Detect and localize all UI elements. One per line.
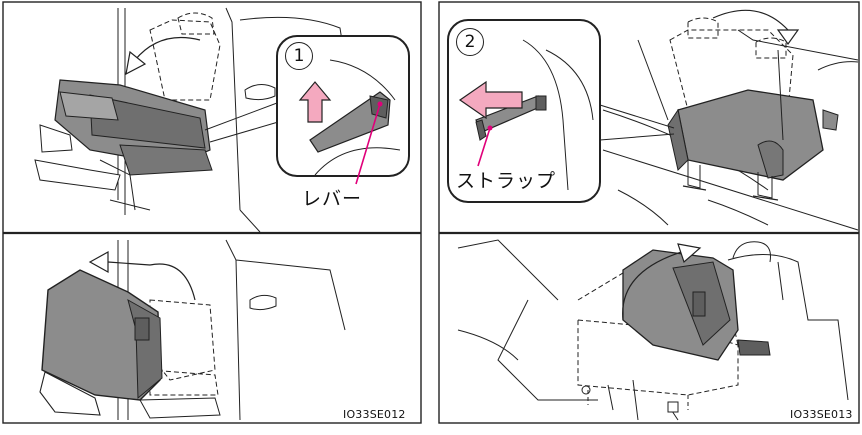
figure-code-left: IO33SE012	[343, 408, 406, 421]
seat-top-right	[600, 10, 858, 230]
figure-code-right: IO33SE013	[790, 408, 853, 421]
seat-bottom-right	[458, 240, 848, 420]
seat-bottom-left	[40, 240, 345, 420]
lever-label: レバー	[302, 184, 362, 211]
left-illustration	[0, 0, 424, 425]
left-illustration-panel: 1 レバー IO33SE012	[0, 0, 424, 425]
step-1-marker: 1	[285, 42, 313, 70]
step-2-marker: 2	[456, 28, 484, 56]
strap-label: ストラップ	[456, 166, 556, 193]
right-illustration	[438, 0, 862, 425]
right-illustration-panel: 2 ストラップ IO33SE013	[438, 0, 862, 425]
